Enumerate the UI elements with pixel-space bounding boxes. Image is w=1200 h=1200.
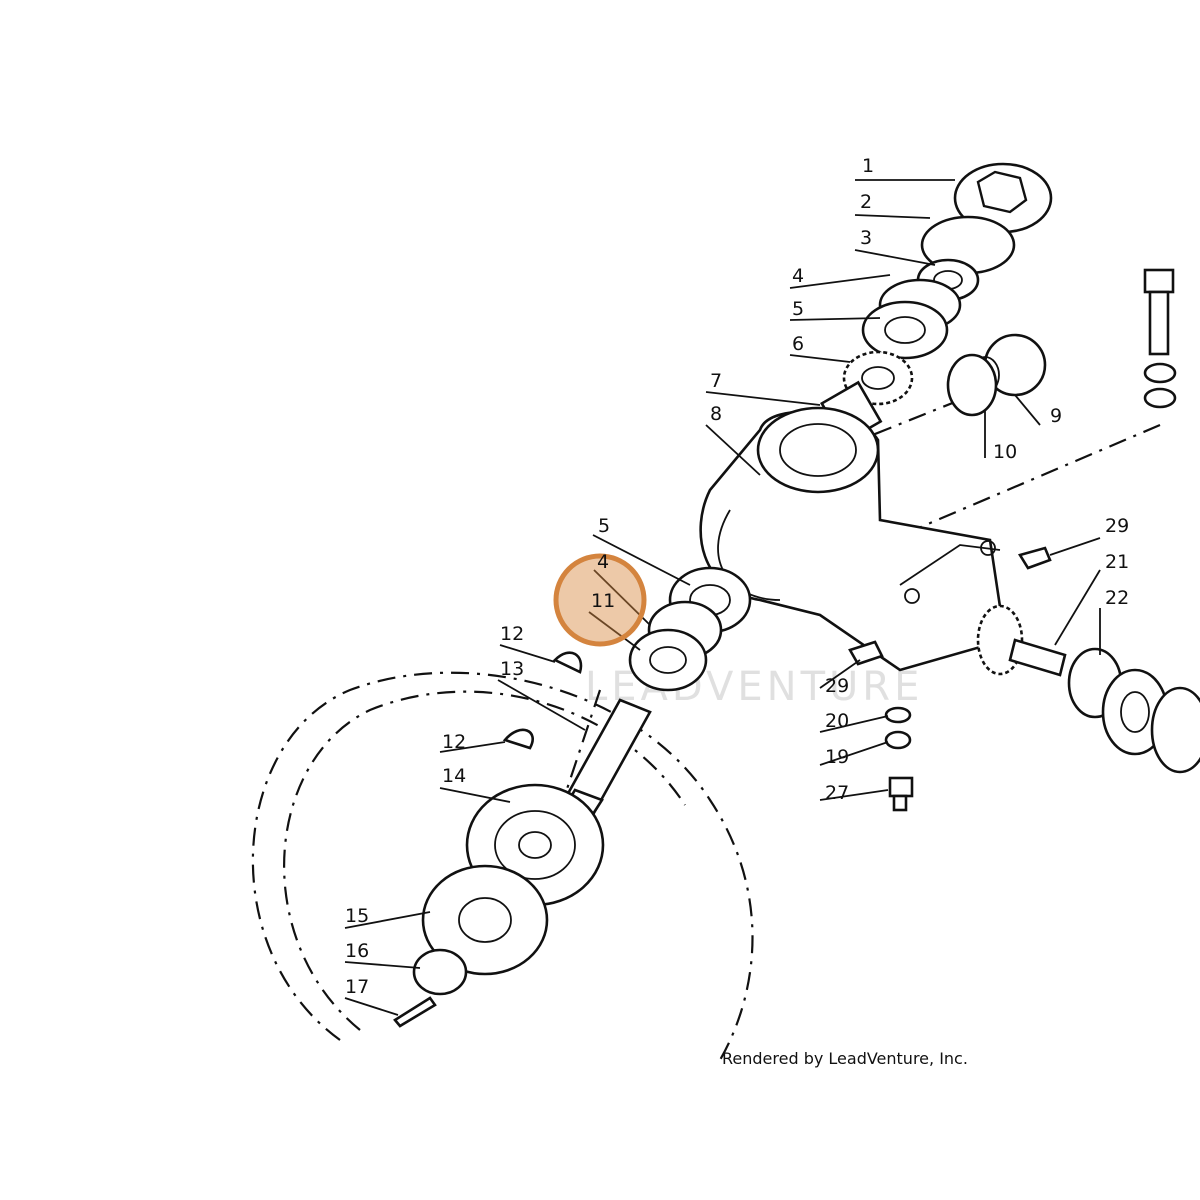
part-5-bearing-upper <box>861 300 949 360</box>
axis-line-shaft <box>558 689 602 811</box>
callout-11[interactable]: 11 <box>591 590 615 612</box>
callout-29-lower[interactable]: 29 <box>825 675 849 697</box>
callout-19[interactable]: 19 <box>825 746 849 768</box>
callout-15[interactable]: 15 <box>345 905 369 927</box>
part-12-key-lower <box>502 728 534 750</box>
callout-4[interactable]: 4 <box>792 265 804 287</box>
credit-text: Rendered by LeadVenture, Inc. <box>722 1049 968 1068</box>
callout-9[interactable]: 9 <box>1050 405 1062 427</box>
callout-14[interactable]: 14 <box>442 765 466 787</box>
callout-6[interactable]: 6 <box>792 333 804 355</box>
callout-17[interactable]: 17 <box>345 976 369 998</box>
callout-8[interactable]: 8 <box>710 403 722 425</box>
part-29-washer-lower <box>848 640 884 666</box>
part-15-blade-holder <box>421 864 549 976</box>
callout-20[interactable]: 20 <box>825 710 849 732</box>
highlighted-callout-marker[interactable] <box>553 553 647 647</box>
part-8-gear-housing <box>699 406 1007 672</box>
callout-5-lower[interactable]: 5 <box>598 515 610 537</box>
part-11-seal <box>628 628 708 692</box>
callout-27[interactable]: 27 <box>825 782 849 804</box>
part-17-bolt <box>393 996 437 1028</box>
callout-10[interactable]: 10 <box>993 441 1017 463</box>
callout-2[interactable]: 2 <box>860 191 872 213</box>
callout-22[interactable]: 22 <box>1105 587 1129 609</box>
blade-path <box>251 671 754 1061</box>
callout-13[interactable]: 13 <box>500 658 524 680</box>
callout-7[interactable]: 7 <box>710 370 722 392</box>
part-21-pinion <box>976 604 1067 677</box>
part-12-key-upper <box>552 651 583 674</box>
callout-5[interactable]: 5 <box>792 298 804 320</box>
callout-16[interactable]: 16 <box>345 940 369 962</box>
part-10-gasket <box>946 353 998 417</box>
axis-line-9 <box>859 398 961 442</box>
callout-21[interactable]: 21 <box>1105 551 1129 573</box>
part-19-lockwasher <box>884 730 912 750</box>
callout-3[interactable]: 3 <box>860 227 872 249</box>
right-bearings <box>1101 668 1200 774</box>
blade-path-inner <box>283 690 686 1031</box>
callout-labels: 1 2 3 4 5 6 7 8 9 10 5 4 11 12 13 12 14 … <box>345 155 1129 998</box>
callout-29-upper[interactable]: 29 <box>1105 515 1129 537</box>
part-29-washer-upper <box>1017 546 1052 570</box>
part-20-washer <box>884 706 912 724</box>
callout-12-upper[interactable]: 12 <box>500 623 524 645</box>
part-16-washer <box>412 948 468 996</box>
part-27-screw <box>888 776 914 812</box>
leader-lines <box>344 179 1101 1016</box>
callout-4-lower[interactable]: 4 <box>597 551 609 573</box>
callout-1[interactable]: 1 <box>862 155 874 177</box>
bolt-top-right <box>1143 268 1177 409</box>
callout-12-lower[interactable]: 12 <box>442 731 466 753</box>
